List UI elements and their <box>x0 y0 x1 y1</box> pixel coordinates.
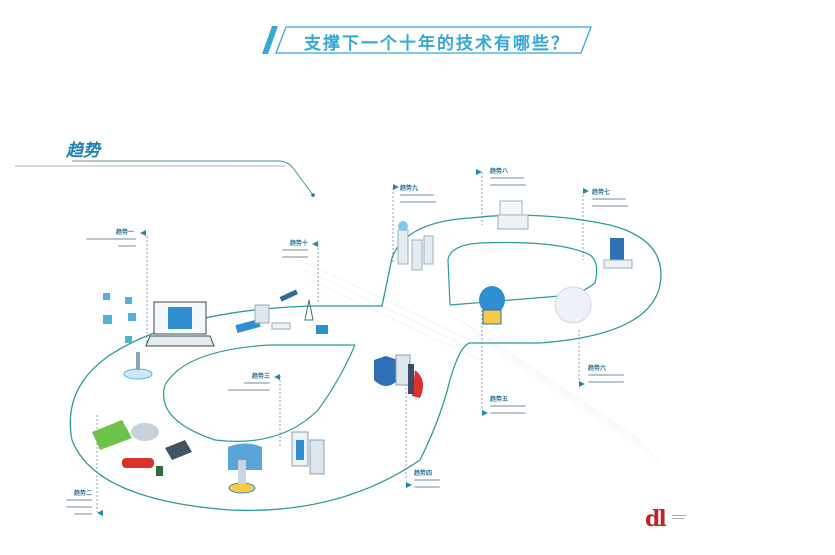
hologram-person-illustration <box>123 352 153 380</box>
trend-10-label: 趋势十 <box>289 240 308 247</box>
page-title: 支撑下一个十年的技术有哪些？ <box>304 34 570 54</box>
trend-1-caption <box>86 238 136 240</box>
brain-chip-illustration <box>479 286 505 325</box>
marker-trend-8 <box>476 169 482 175</box>
trend-10-caption <box>282 249 308 251</box>
trend-8-caption <box>490 177 524 179</box>
trend-2-label: 趋势二 <box>73 490 92 497</box>
security-hero-illustration <box>374 354 424 398</box>
trend-10-caption <box>282 256 308 258</box>
marker-trend-5 <box>482 410 488 416</box>
trend-3-caption <box>244 382 270 384</box>
trend-4-caption <box>414 486 440 488</box>
trend-9-label: 趋势九 <box>400 185 419 192</box>
title-frame <box>262 26 592 54</box>
title-banner: 支撑下一个十年的技术有哪些？ <box>262 26 592 54</box>
trend-3-label: 趋势三 <box>251 373 270 380</box>
tablet-security-illustration <box>603 238 633 269</box>
trend-7-caption <box>592 205 628 207</box>
trend-1-caption <box>118 245 136 247</box>
trend-7-label: 趋势七 <box>592 189 611 196</box>
brand-logo-subtext <box>672 515 686 519</box>
marker-trend-6 <box>579 381 585 387</box>
cube-icons <box>103 293 136 343</box>
trend-9-caption <box>400 201 436 203</box>
heading-accent-line <box>72 160 314 196</box>
data-center-illustration <box>497 200 529 230</box>
trend-5-label: 趋势五 <box>490 396 509 403</box>
trend-3-caption <box>228 389 270 391</box>
inner-loop-path <box>447 241 598 306</box>
trend-2-caption <box>66 499 92 501</box>
outer-loop-path <box>69 214 662 512</box>
server-rack-illustration <box>291 431 325 475</box>
marker-trend-2 <box>97 510 103 516</box>
marker-trend-7 <box>583 188 589 194</box>
laptop-illustration <box>145 301 215 347</box>
section-heading: 趋势 <box>66 141 100 161</box>
background-grid <box>299 259 661 461</box>
marker-trend-10 <box>312 241 318 247</box>
globe-illustration <box>554 286 592 324</box>
brand-logo: dl <box>645 506 667 532</box>
trend-5-caption <box>490 412 526 414</box>
marker-trend-3 <box>274 374 280 380</box>
network-devices-illustration <box>235 289 328 334</box>
heading-endpoint-dot <box>311 193 315 197</box>
robot-illustration <box>228 443 262 494</box>
trend-markers <box>97 169 589 516</box>
trend-2-caption <box>66 506 92 508</box>
inner-loop-left-path <box>163 344 356 442</box>
trend-2-caption <box>74 513 92 515</box>
trend-6-caption <box>588 374 624 376</box>
trend-6-label: 趋势六 <box>588 365 607 372</box>
trend-6-caption <box>588 381 624 383</box>
cloud-servers-illustration <box>397 221 434 271</box>
trend-1-label: 趋势一 <box>115 229 134 236</box>
trend-9-caption <box>400 194 434 196</box>
trend-8-label: 趋势八 <box>490 168 509 175</box>
trend-8-caption <box>490 184 526 186</box>
trend-4-label: 趋势四 <box>414 470 433 477</box>
trend-7-caption <box>592 198 626 200</box>
green-city-illustration <box>92 420 192 476</box>
trend-4-caption <box>414 479 440 481</box>
marker-trend-9 <box>393 184 399 190</box>
marker-trend-1 <box>140 230 146 236</box>
trend-5-caption <box>490 405 526 407</box>
marker-trend-4 <box>406 482 412 488</box>
